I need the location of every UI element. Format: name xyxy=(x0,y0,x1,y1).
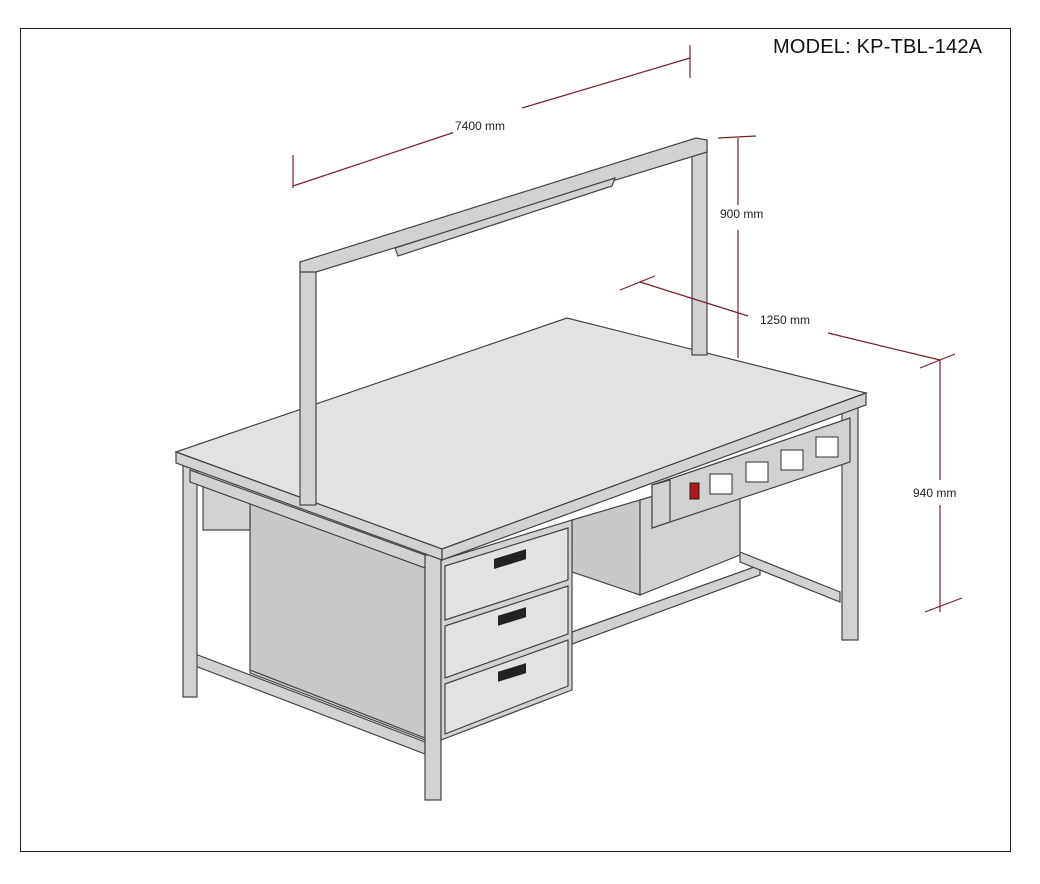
light-fixture xyxy=(394,177,616,257)
drawer-handle-2[interactable] xyxy=(498,607,526,626)
leg-front-corner xyxy=(424,554,442,801)
back-cabinet xyxy=(571,499,641,596)
drawer-2[interactable] xyxy=(444,585,569,679)
sockets xyxy=(689,436,839,500)
socket-1 xyxy=(709,473,733,495)
socket-4 xyxy=(815,436,839,458)
table-height-dimension-label: 940 mm xyxy=(911,486,959,500)
drawing-border xyxy=(20,28,1011,852)
socket-3 xyxy=(780,449,804,471)
leg-front-left xyxy=(182,462,198,698)
frame-height-dimension-label: 900 mm xyxy=(718,207,766,221)
drawers xyxy=(444,527,569,735)
dimension-lines xyxy=(292,45,963,613)
depth-dimension-label: 1250 mm xyxy=(758,313,813,327)
drawer-handle-3[interactable] xyxy=(498,663,526,682)
length-dimension-label: 7400 mm xyxy=(453,119,508,133)
drawer-handle-1[interactable] xyxy=(494,549,526,569)
overhead-frame xyxy=(299,137,708,506)
power-switch[interactable] xyxy=(689,482,700,500)
apron-front xyxy=(189,469,426,569)
drawer-1[interactable] xyxy=(444,527,569,621)
drawer-3[interactable] xyxy=(444,639,569,735)
socket-2 xyxy=(745,461,769,483)
model-label: MODEL: KP-TBL-142A xyxy=(773,36,983,58)
